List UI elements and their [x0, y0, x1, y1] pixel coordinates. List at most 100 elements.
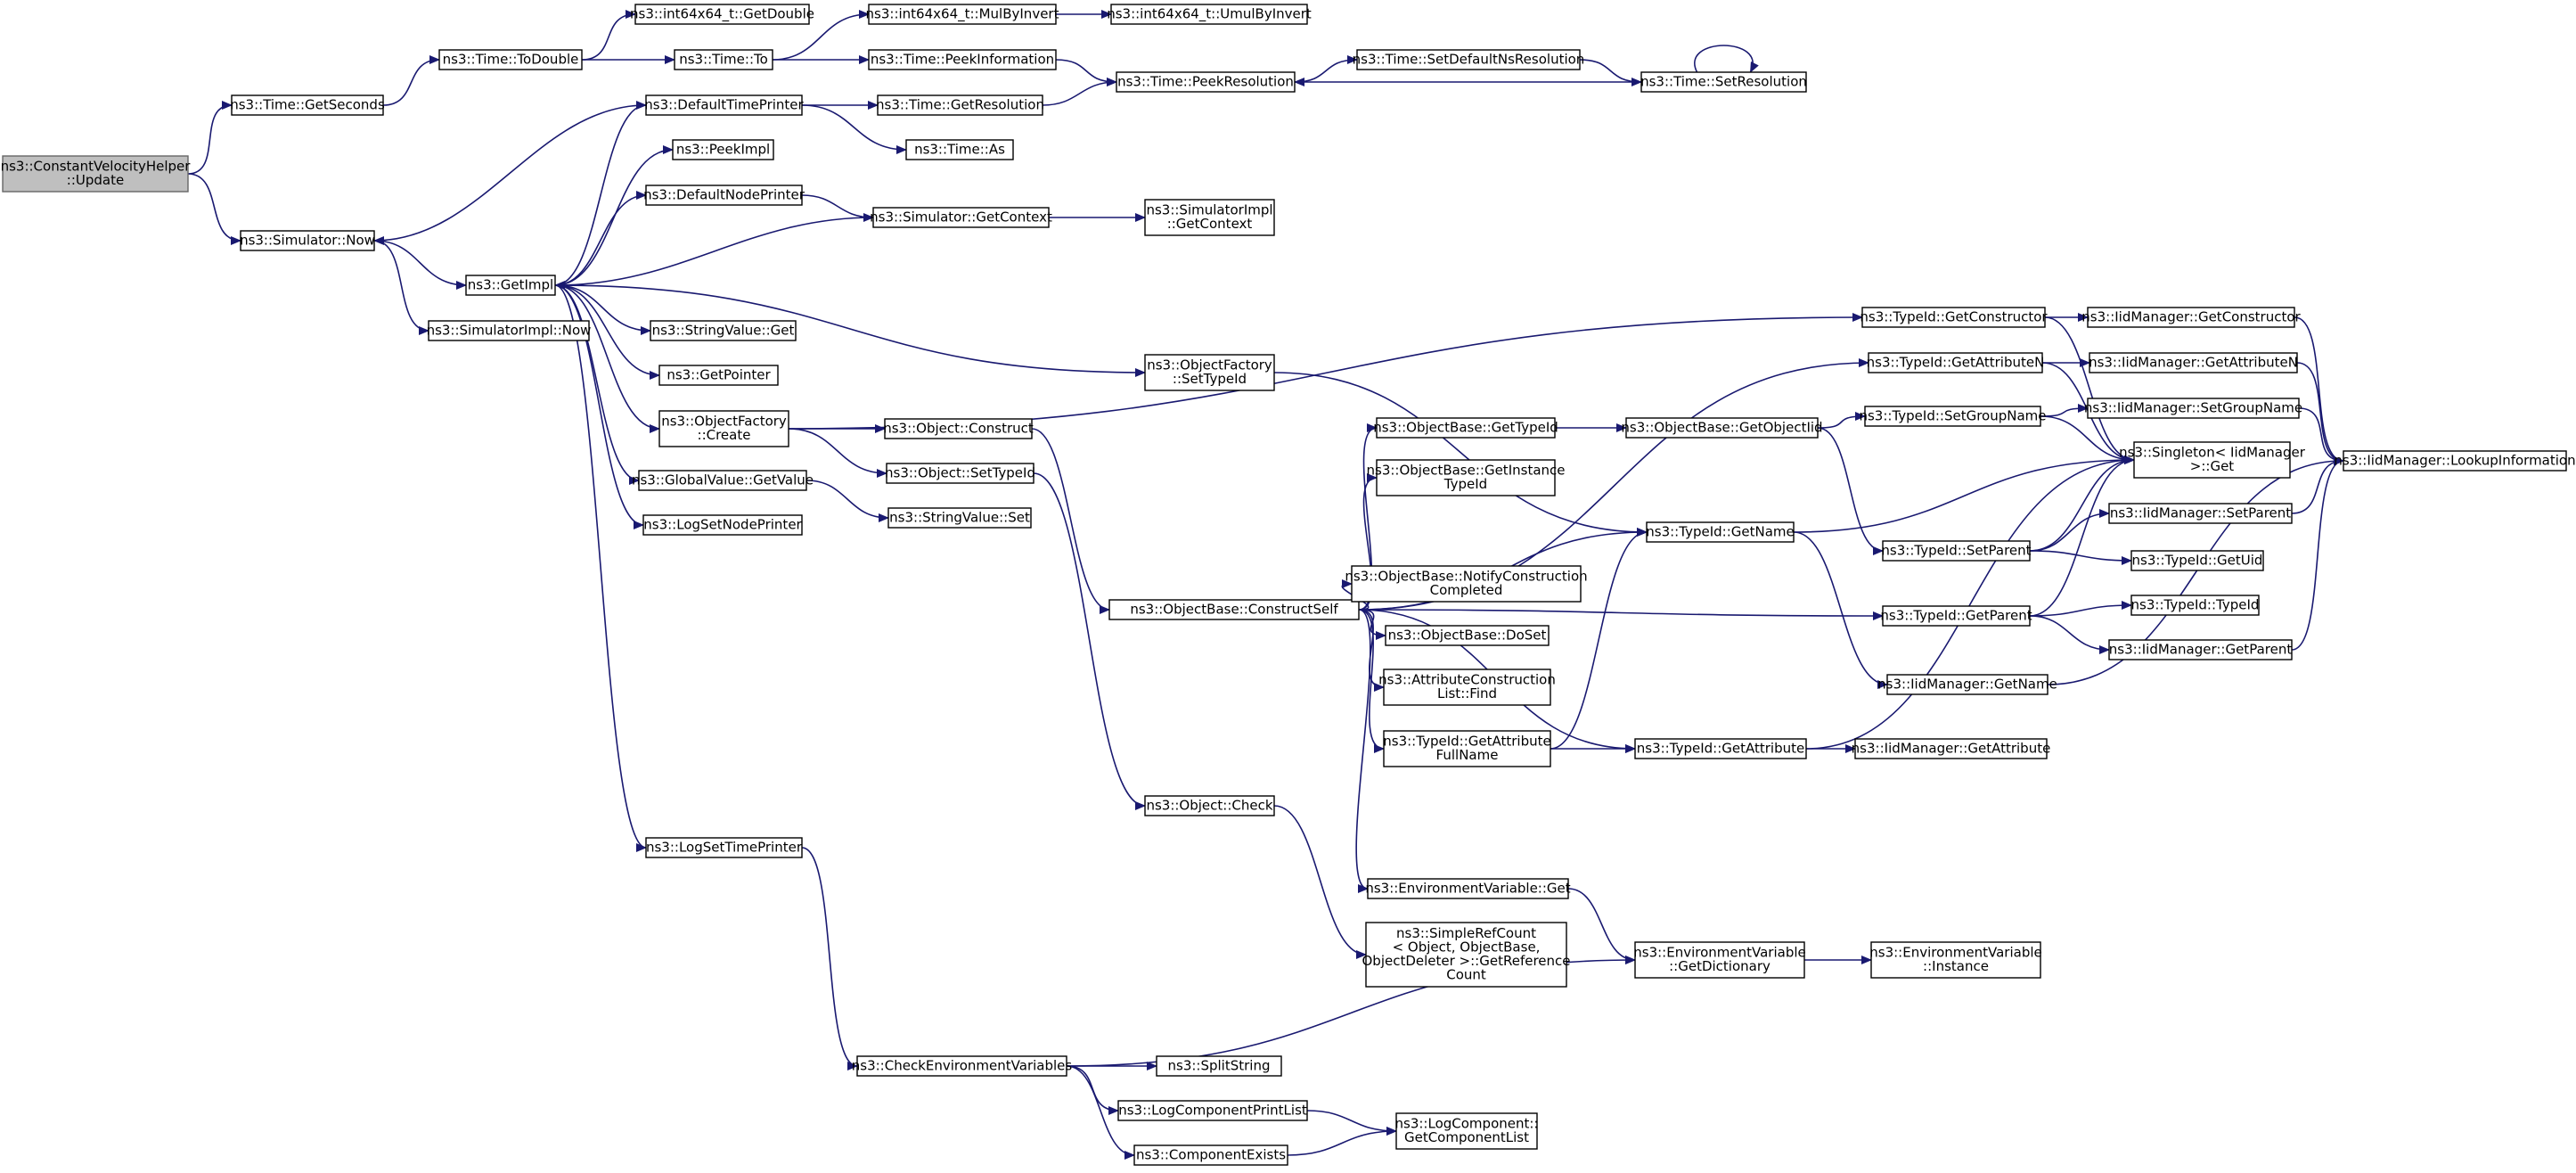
- node-getpointer[interactable]: ns3::GetPointer: [658, 365, 779, 386]
- node-stringvalue-get[interactable]: ns3::StringValue::Get: [650, 320, 797, 341]
- node-iid-lookupinformation[interactable]: ns3::IidManager::LookupInformation: [2334, 450, 2576, 472]
- node-mulbyinvert[interactable]: ns3::int64x64_t::MulByInvert: [866, 4, 1059, 25]
- node-tid-setparent[interactable]: ns3::TypeId::SetParent: [1881, 540, 2032, 562]
- node-iid-getname[interactable]: ns3::IidManager::GetName: [1877, 674, 2057, 695]
- node-time-as[interactable]: ns3::Time::As: [905, 139, 1014, 160]
- node-time-to[interactable]: ns3::Time::To: [674, 49, 773, 70]
- node-peekimpl[interactable]: ns3::PeekImpl: [672, 139, 774, 160]
- edge-defaulttimeprinter-to-sim-now: [373, 104, 647, 245]
- node-getresolution[interactable]: ns3::Time::GetResolution: [876, 94, 1044, 116]
- node-ob-getobjectiid[interactable]: ns3::ObjectBase::GetObjectIid: [1621, 417, 1823, 439]
- edge-getimpl-to-of-create: [554, 284, 660, 433]
- node-umulbyinvert[interactable]: ns3::int64x64_t::UmulByInvert: [1107, 4, 1312, 25]
- node-tid-getname[interactable]: ns3::TypeId::GetName: [1646, 521, 1795, 543]
- node-getdouble[interactable]: ns3::int64x64_t::GetDouble: [630, 4, 814, 25]
- node-label: ns3::Singleton< IidManager: [2119, 445, 2306, 461]
- node-envvar-instance[interactable]: ns3::EnvironmentVariable::Instance: [1869, 941, 2042, 979]
- node-of-create[interactable]: ns3::ObjectFactory::Create: [658, 410, 789, 447]
- node-label: ns3::IidManager::LookupInformation: [2334, 452, 2575, 468]
- node-label: ns3::CheckEnvironmentVariables: [852, 1057, 1073, 1073]
- node-checkenvvars[interactable]: ns3::CheckEnvironmentVariables: [852, 1055, 1073, 1077]
- node-box: [1870, 941, 2041, 979]
- edge-constructself-to-tid-getattributefullname: [1358, 609, 1385, 753]
- node-object-check[interactable]: ns3::Object::Check: [1144, 795, 1275, 816]
- node-box: [1634, 738, 1807, 759]
- node-label: ns3::TypeId::GetUid: [2132, 552, 2263, 568]
- node-label: ns3::DefaultNodePrinter: [643, 186, 806, 202]
- node-getimpl[interactable]: ns3::GetImpl: [465, 275, 556, 296]
- node-tid-getattribute[interactable]: ns3::TypeId::GetAttribute: [1634, 738, 1807, 759]
- node-object-settypeid[interactable]: ns3::Object::SetTypeId: [885, 463, 1035, 484]
- node-ob-gettypeid[interactable]: ns3::ObjectBase::GetTypeId: [1373, 417, 1558, 439]
- node-setresolution[interactable]: ns3::Time::SetResolution: [1640, 71, 1807, 93]
- node-label: ::Update: [67, 172, 124, 188]
- node-label: ::Create: [698, 427, 751, 443]
- edge-peekresolution-to-setdefaultns: [1294, 55, 1358, 83]
- node-logcomponent-getlist[interactable]: ns3::LogComponent::GetComponentList: [1395, 1112, 1539, 1150]
- node-componentexists[interactable]: ns3::ComponentExists: [1133, 1144, 1288, 1166]
- node-defaulttimeprinter[interactable]: ns3::DefaultTimePrinter: [644, 94, 805, 116]
- node-iid-setparent[interactable]: ns3::IidManager::SetParent: [2108, 503, 2293, 524]
- node-todouble[interactable]: ns3::Time::ToDouble: [438, 49, 583, 70]
- node-logsetnodeprinter[interactable]: ns3::LogSetNodePrinter: [642, 514, 803, 536]
- node-label: Completed: [1430, 582, 1503, 598]
- node-simimpl-getcontext[interactable]: ns3::SimulatorImpl::GetContext: [1144, 199, 1275, 236]
- node-box: [638, 470, 807, 491]
- node-of-settypeid[interactable]: ns3::ObjectFactory::SetTypeId: [1144, 354, 1275, 391]
- node-label: ns3::StringValue::Set: [889, 509, 1030, 525]
- node-box: [1646, 521, 1795, 543]
- node-label: ns3::Time::ToDouble: [443, 51, 579, 67]
- node-box: [856, 1055, 1067, 1077]
- nodes-layer: ns3::ConstantVelocityHelper::Updatens3::…: [1, 4, 2576, 1166]
- node-peekresolution[interactable]: ns3::Time::PeekResolution: [1116, 71, 1296, 93]
- node-constructself[interactable]: ns3::ObjectBase::ConstructSelf: [1108, 599, 1360, 620]
- node-iid-getattribute[interactable]: ns3::IidManager::GetAttribute: [1852, 738, 2051, 759]
- node-box: [438, 49, 583, 70]
- node-tid-getconstructor[interactable]: ns3::TypeId::GetConstructor: [1860, 307, 2048, 328]
- node-simimpl-now[interactable]: ns3::SimulatorImpl::Now: [427, 320, 592, 341]
- edge-sim-now-to-getimpl: [373, 240, 467, 290]
- node-update[interactable]: ns3::ConstantVelocityHelper::Update: [1, 155, 192, 193]
- node-box: [1144, 354, 1275, 391]
- node-label: ns3::Time::To: [679, 51, 768, 67]
- node-label: ns3::GetImpl: [468, 276, 553, 292]
- node-envvar-get[interactable]: ns3::EnvironmentVariable::Get: [1365, 878, 1571, 899]
- node-stringvalue-set[interactable]: ns3::StringValue::Set: [887, 507, 1032, 529]
- node-label: ns3::IidManager::GetAttribute: [1852, 740, 2051, 756]
- node-splitstring[interactable]: ns3::SplitString: [1156, 1055, 1282, 1077]
- node-tid-typeid[interactable]: ns3::TypeId::TypeId: [2130, 595, 2260, 616]
- node-tid-setgroupname[interactable]: ns3::TypeId::SetGroupName: [1859, 406, 2047, 427]
- node-box: [887, 507, 1032, 529]
- node-logsettimeprinter[interactable]: ns3::LogSetTimePrinter: [645, 837, 803, 858]
- node-singleton-get[interactable]: ns3::Singleton< IidManager>::Get: [2119, 441, 2306, 479]
- node-ob-notify[interactable]: ns3::ObjectBase::NotifyConstructionCompl…: [1345, 565, 1588, 603]
- node-simplerefcount[interactable]: ns3::SimpleRefCount< Object, ObjectBase,…: [1362, 922, 1571, 988]
- node-iid-setgroupname[interactable]: ns3::IidManager::SetGroupName: [2084, 398, 2302, 419]
- node-box: [2108, 639, 2293, 660]
- node-tid-getuid[interactable]: ns3::TypeId::GetUid: [2130, 550, 2264, 571]
- node-defaultnodeprinter[interactable]: ns3::DefaultNodePrinter: [643, 185, 806, 206]
- node-sim-now[interactable]: ns3::Simulator::Now: [240, 230, 375, 251]
- node-getseconds[interactable]: ns3::Time::GetSeconds: [230, 94, 385, 116]
- node-iid-getparent[interactable]: ns3::IidManager::GetParent: [2108, 639, 2293, 660]
- node-globalvalue-getvalue[interactable]: ns3::GlobalValue::GetValue: [632, 470, 814, 491]
- node-peekinformation[interactable]: ns3::Time::PeekInformation: [868, 49, 1057, 70]
- node-tid-getparent[interactable]: ns3::TypeId::GetParent: [1880, 605, 2032, 627]
- node-sim-getcontext[interactable]: ns3::Simulator::GetContext: [870, 207, 1052, 228]
- node-label: ns3::GetPointer: [666, 366, 771, 382]
- node-logcomponentprintlist[interactable]: ns3::LogComponentPrintList: [1117, 1100, 1308, 1121]
- node-tid-getattributen[interactable]: ns3::TypeId::GetAttributeN: [1867, 352, 2045, 373]
- node-setdefaultns[interactable]: ns3::Time::SetDefaultNsResolution: [1353, 49, 1585, 70]
- edge-getimpl-to-logsetnodeprinter: [554, 284, 644, 529]
- node-iid-getattributen[interactable]: ns3::IidManager::GetAttributeN: [2089, 352, 2298, 373]
- edge-checkenvvars-to-logcomponentprintlist: [1066, 1065, 1119, 1115]
- node-label: ns3::int64x64_t::UmulByInvert: [1107, 5, 1312, 22]
- node-object-construct[interactable]: ns3::Object::Construct: [883, 418, 1034, 439]
- node-iid-getconstructor[interactable]: ns3::IidManager::GetConstructor: [2081, 307, 2302, 328]
- node-ob-doset[interactable]: ns3::ObjectBase::DoSet: [1385, 625, 1550, 646]
- node-envvar-getdictionary[interactable]: ns3::EnvironmentVariable::GetDictionary: [1633, 941, 1806, 979]
